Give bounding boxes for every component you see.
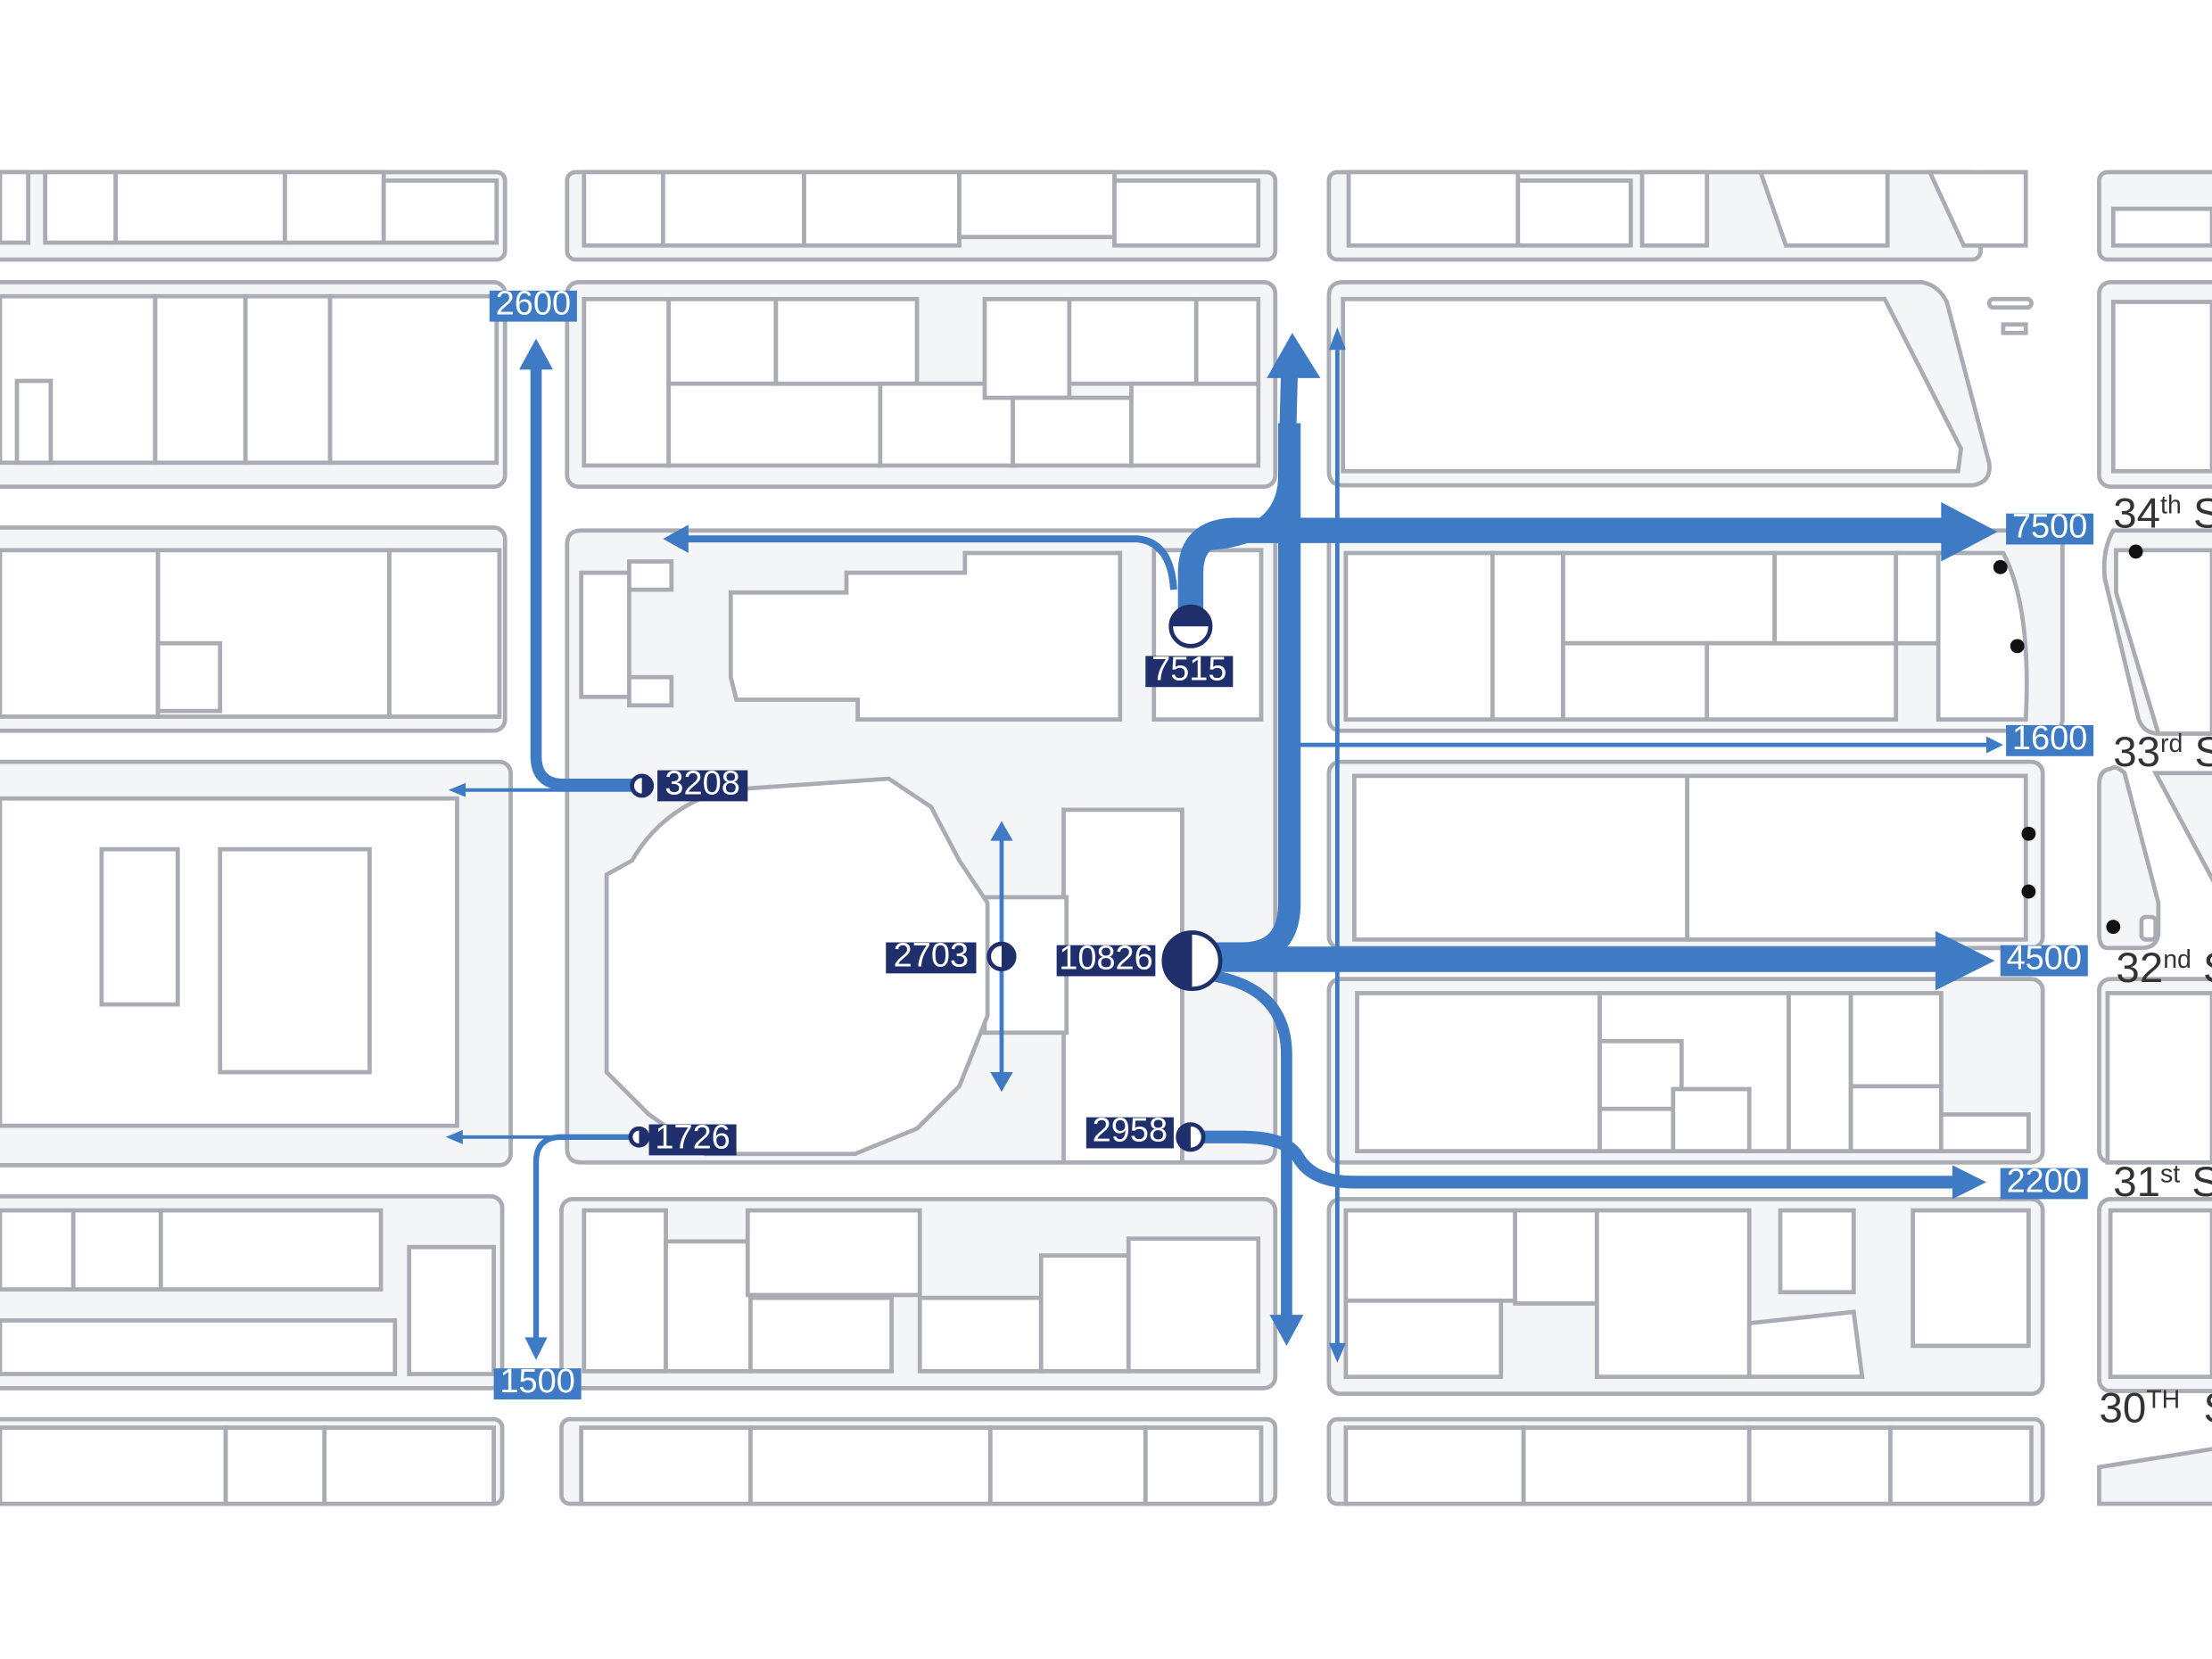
svg-text:2200: 2200 xyxy=(2007,1162,2082,1200)
street-label-31st: 31st St xyxy=(2113,1159,2212,1206)
svg-text:1600: 1600 xyxy=(2012,720,2087,757)
street-label-30th: 30TH St xyxy=(2099,1384,2212,1432)
svg-text:3208: 3208 xyxy=(664,764,739,802)
label-7500: 7500 xyxy=(2006,508,2094,546)
building-footprints xyxy=(0,169,2212,1506)
label-2200: 2200 xyxy=(2000,1162,2088,1200)
street-label-33rd: 33rd St xyxy=(2113,729,2212,776)
flow-north-west xyxy=(530,364,642,790)
svg-text:2600: 2600 xyxy=(496,285,571,323)
flow-arrows xyxy=(445,326,2003,1363)
svg-text:1500: 1500 xyxy=(499,1363,574,1400)
svg-text:7500: 7500 xyxy=(2012,508,2087,546)
arrowhead-32nd xyxy=(1936,930,1995,991)
arrowhead-31st xyxy=(1952,1165,1986,1200)
street-label-34th: 34th St xyxy=(2113,491,2212,538)
svg-text:2958: 2958 xyxy=(1093,1112,1168,1150)
arrowhead-north-west xyxy=(519,338,553,370)
svg-text:2703: 2703 xyxy=(894,937,969,974)
label-2958: 2958 xyxy=(1085,1112,1174,1150)
svg-text:10826: 10826 xyxy=(1059,940,1153,978)
svg-text:1726: 1726 xyxy=(655,1118,730,1156)
svg-text:7515: 7515 xyxy=(1151,650,1226,688)
origin-nodes xyxy=(628,604,1223,1152)
subway-entrance-dots xyxy=(1993,544,2143,935)
label-10826: 10826 xyxy=(1056,940,1156,978)
label-7515: 7515 xyxy=(1145,650,1234,688)
label-1726: 1726 xyxy=(648,1118,737,1156)
label-3208: 3208 xyxy=(657,764,748,802)
label-1500: 1500 xyxy=(493,1363,582,1400)
label-1600: 1600 xyxy=(2006,720,2094,757)
label-2703: 2703 xyxy=(886,937,977,974)
label-4500: 4500 xyxy=(2000,940,2088,978)
street-label-32nd: 32nd St xyxy=(2116,945,2212,992)
arrowhead-34th xyxy=(1941,502,1998,562)
label-2600: 2600 xyxy=(489,285,577,323)
svg-text:4500: 4500 xyxy=(2007,940,2082,978)
